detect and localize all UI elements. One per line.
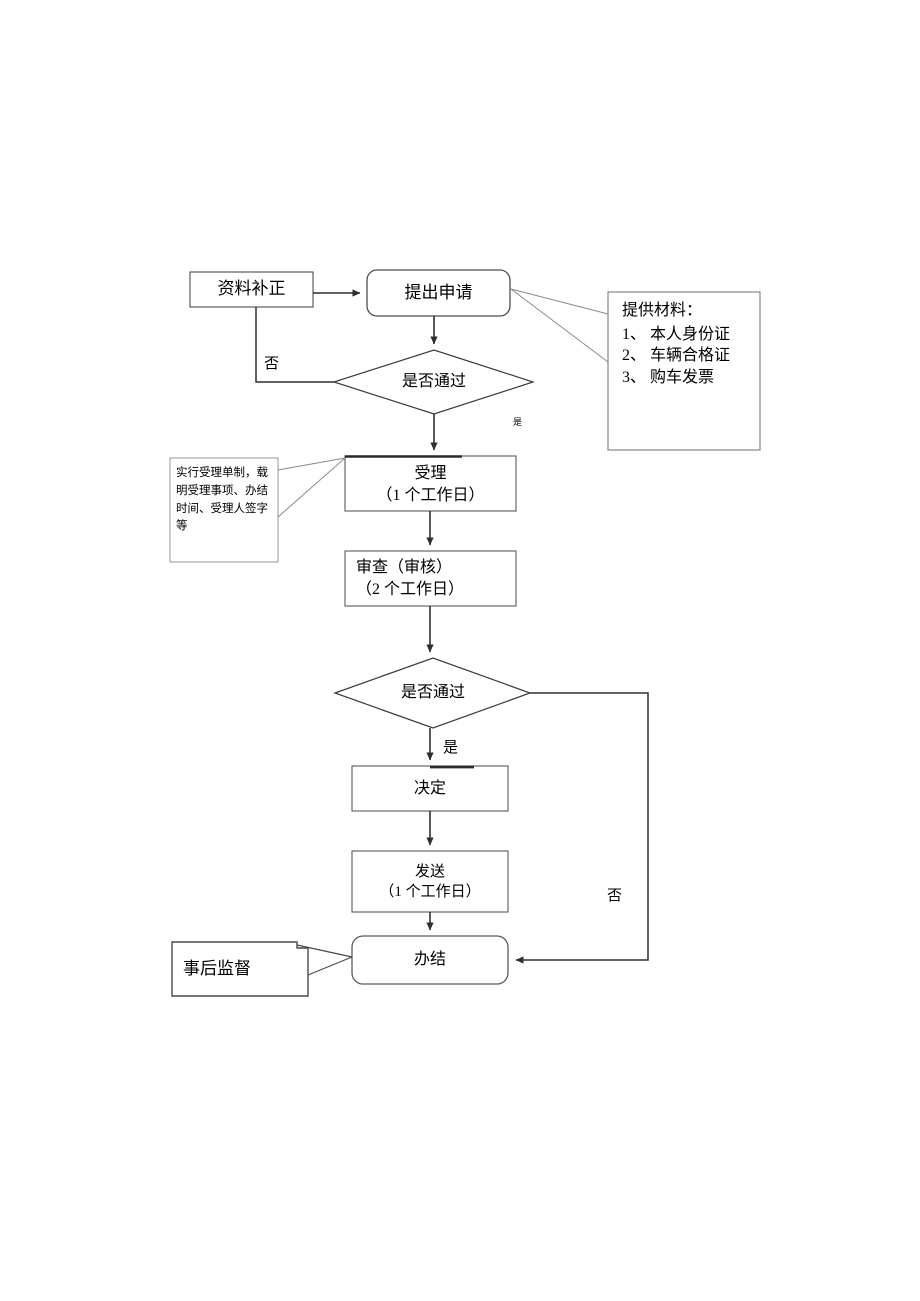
node-complete-shape[interactable]: [351, 935, 509, 985]
note-materials-shape: [607, 291, 761, 451]
edge-accept-note-lower: [277, 457, 346, 518]
node-accept-shape[interactable]: [344, 455, 517, 512]
edge-supervision-to-complete-lower: [307, 956, 353, 976]
node-decision1-shape[interactable]: [332, 349, 535, 415]
edge-accept-note-upper: [277, 457, 346, 471]
node-decide-shape[interactable]: [351, 765, 509, 812]
node-send-shape[interactable]: [351, 850, 509, 913]
edge-decision1-no-loop: [255, 307, 334, 383]
edge-supervision-to-complete-upper: [296, 944, 353, 958]
node-supplement-shape[interactable]: [189, 271, 314, 308]
edge-apply-to-materials-upper: [510, 288, 609, 315]
edge-apply-to-materials-lower: [510, 288, 609, 363]
node-apply-shape[interactable]: [366, 269, 511, 317]
node-review-shape[interactable]: [344, 550, 517, 607]
edge-decision2-no-loop: [515, 692, 649, 964]
note-accept-shape: [169, 457, 279, 563]
node-supervision-shape[interactable]: [171, 941, 309, 997]
node-decision2-shape[interactable]: [333, 657, 532, 729]
